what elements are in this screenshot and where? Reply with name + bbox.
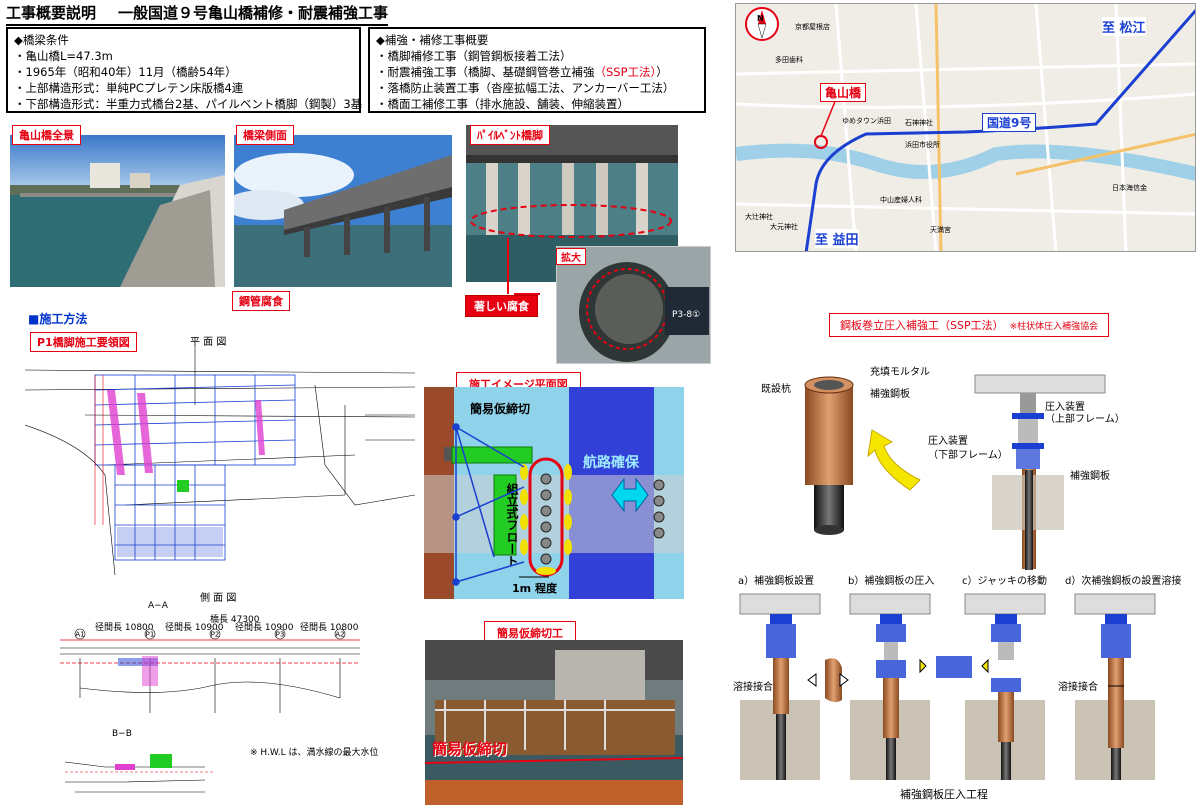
side-title: 側 面 図 [200, 593, 237, 604]
route9-label: 国道9号 [982, 113, 1037, 132]
map-place: 大元神社 [770, 223, 798, 231]
press-upper-label-b: （上部フレーム） [1045, 414, 1125, 425]
severe-corrosion-label: 著しい腐食 [465, 295, 538, 317]
page-title: 工事概要説明一般国道９号亀山橋補修・耐震補強工事 [6, 2, 389, 26]
plan-title: 平 面 図 [190, 337, 227, 348]
ssp-diagram-top [804, 374, 1106, 570]
location-map [735, 3, 1196, 252]
corrosion-caption: 鋼管腐食 [232, 291, 290, 311]
side-drawing: A1 P1 P2 P3 A2 [60, 628, 360, 713]
cofferdam-overlay-label: 簡易仮締切 [432, 740, 508, 758]
map-place: ゆめタウン浜田 [842, 117, 891, 125]
process-caption: 補強鋼板圧入工程 [900, 788, 988, 801]
pier-label: P1 [146, 631, 155, 639]
map-place: 中山産婦人科 [880, 196, 922, 204]
works-overview-box: ◆補強・補修工事概要 ・橋脚補修工事（鋼管鋼板接着工法） ・耐震補強工事（橋脚、… [368, 27, 706, 113]
bridge-conditions-box: ◆橋梁条件 ・亀山橋L=47.3m ・1965年（昭和40年）11月（橋齢54年… [6, 27, 363, 113]
ssp-process-diagram [739, 593, 1156, 780]
section-aa-label: A−A [148, 601, 168, 611]
press-upper-label-a: 圧入装置 [1045, 402, 1085, 413]
press-lower-label-b: （下部フレーム） [928, 450, 1008, 461]
map-place: 天満宮 [930, 226, 951, 234]
pier-label: P2 [211, 631, 220, 639]
ssp-title-box: 鋼板巻立圧入補強工（SSP工法）※柱状体圧入補強協会 [829, 313, 1110, 337]
condition-line: ・上部構造形式：単純PCプレテン床版橋4連 [14, 81, 244, 95]
map-place: 京都屋根店 [795, 23, 830, 31]
span-label: 径間長 10900 [165, 623, 224, 633]
bridge-side-photo [234, 135, 452, 287]
corrosion-zoom-photo: P3-8① [556, 246, 711, 364]
weld-label-1: 溶接接合 [733, 682, 773, 693]
map-place: 日本海信金 [1112, 184, 1147, 192]
step-c-label: c）ジャッキの移動 [962, 576, 1047, 587]
channel-label: 航路確保 [583, 455, 639, 471]
overview-line: ・橋面工補修工事（排水施設、舗装、伸縮装置） [376, 97, 629, 111]
total-length-label: 橋長 47300 [210, 615, 260, 625]
section-bb-drawing [65, 754, 215, 793]
north-label: N [757, 14, 764, 23]
overview-line: ・耐震補強工事（橋脚、基礎鋼管巻立補強（SSP工法）） [376, 65, 668, 79]
map-place: 浜田市役所 [905, 141, 940, 149]
mortar-label: 充填モルタル [870, 367, 930, 378]
existing-pile-label: 既設杭 [761, 384, 791, 395]
cofferdam-photo [425, 640, 683, 805]
arrow-to-corrosion [507, 238, 540, 295]
map-place: 大辻神社 [745, 213, 773, 221]
p1-pier-tag: P1橋脚施工要領図 [30, 332, 137, 352]
press-lower-label-a: 圧入装置 [928, 436, 968, 447]
photo-label-side-view: 橋梁側面 [236, 125, 294, 145]
pier-label: P3 [276, 631, 285, 639]
kameyama-bridge-label: 亀山橋 [820, 83, 867, 102]
span-label: 径間長 10900 [235, 623, 294, 633]
overview-line: ・橋脚補修工事（鋼管鋼板接着工法） [376, 49, 572, 63]
plate-label: 補強鋼板 [870, 389, 910, 400]
span-label: 径間長 10800 [95, 623, 154, 633]
span-label: 径間長 10800 [300, 623, 359, 633]
to-masuda-label: 至 益田 [815, 229, 859, 248]
condition-line: ・亀山橋L=47.3m [14, 49, 113, 63]
map-place: 石神神社 [905, 119, 933, 127]
section-bb-label: B−B [112, 729, 132, 739]
step-a-label: a）補強鋼板設置 [738, 576, 815, 587]
zoom-label: 拡大 [556, 248, 586, 265]
image-plan-drawing: 組立式フロート [424, 387, 684, 599]
map-place: 多田歯科 [775, 56, 803, 64]
pier-label: A2 [335, 631, 344, 639]
plate2-label: 補強鋼板 [1070, 471, 1110, 482]
plate-text: P3-8① [672, 310, 700, 320]
overview-line: ・落橋防止装置工事（沓座拡幅工法、アンカーバー工法） [376, 81, 675, 95]
pier-label: A1 [75, 631, 84, 639]
weld-label-2: 溶接接合 [1058, 682, 1098, 693]
condition-line: ・1965年（昭和40年）11月（橋齢54年） [14, 65, 237, 79]
step-b-label: b）補強鋼板の圧入 [848, 576, 935, 587]
approx-label: 1m 程度 [512, 582, 557, 595]
conditions-heading: ◆橋梁条件 [14, 33, 69, 47]
method-heading: ■施工方法 [28, 312, 88, 326]
hwl-note: ※ H.W.L は、満水線の最大水位 [250, 748, 379, 758]
photo-label-full-view: 亀山橋全景 [12, 125, 81, 145]
overview-heading: ◆補強・補修工事概要 [376, 33, 489, 47]
condition-line: ・下部構造形式：半重力式橋台2基、パイルベント橋脚（鋼製）3基 [14, 97, 363, 111]
float-label: 組立式フロート [505, 482, 519, 567]
temp-cofferdam-label: 簡易仮締切 [470, 402, 531, 416]
plan-drawing [25, 345, 415, 575]
step-d-label: d）次補強鋼板の設置溶接 [1065, 576, 1182, 587]
to-matsue-label: 至 松江 [1102, 17, 1146, 36]
bridge-full-view-photo [10, 135, 225, 287]
photo-label-pile-bent: ﾊﾟｲﾙﾍﾞﾝﾄ橋脚 [470, 125, 550, 145]
